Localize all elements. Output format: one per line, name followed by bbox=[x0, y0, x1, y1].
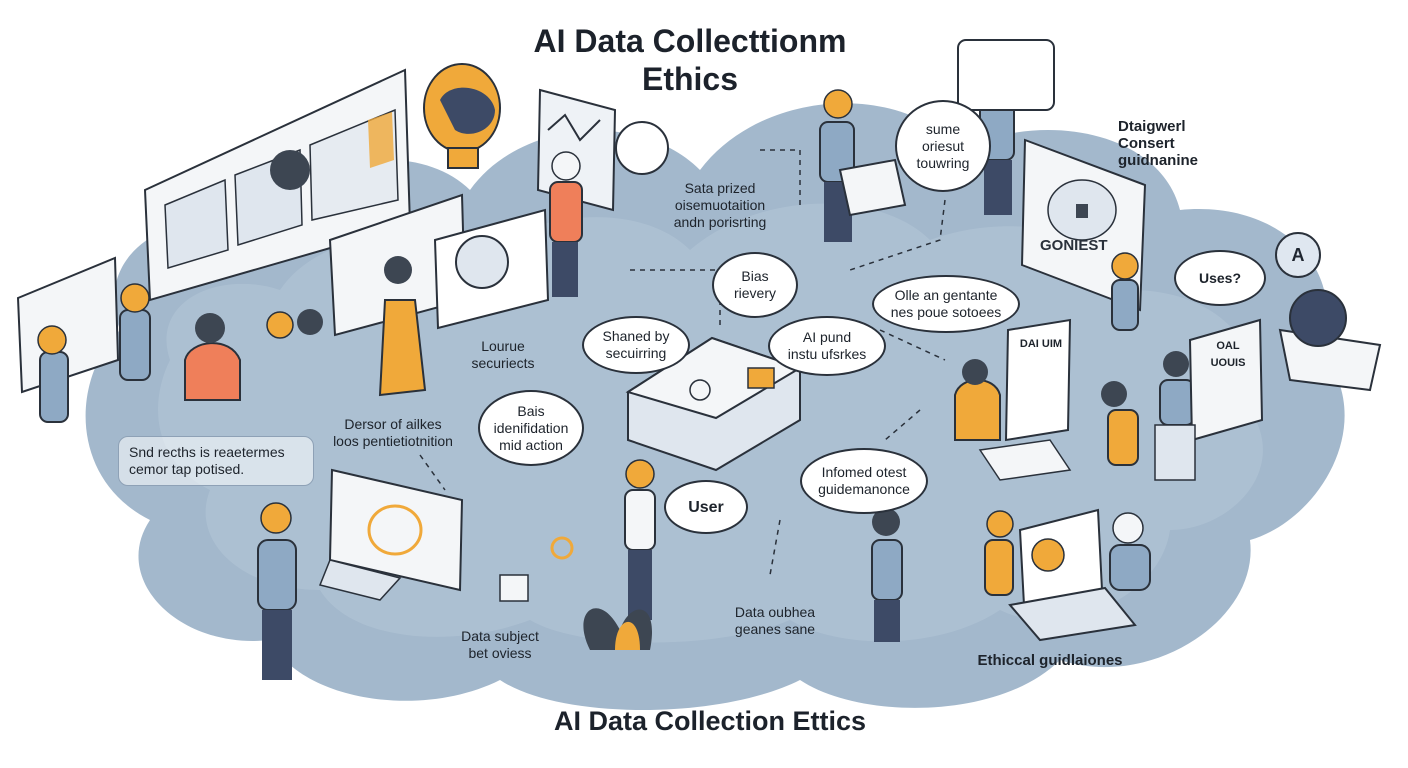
center-bottom-figure bbox=[550, 459, 656, 650]
bubble-ai-pund: AI pund instu ufsrkes bbox=[768, 316, 886, 376]
label-dersor: Dersor of ailkes loos pentietiotnition bbox=[333, 416, 453, 449]
label-dtaigwerl: Dtaigwerl Consert guidnanine bbox=[1118, 118, 1198, 169]
title-bottom: AI Data Collection Ettics bbox=[553, 706, 867, 736]
bubble-sume-oriesut: sume oriesut touwring bbox=[895, 100, 991, 192]
head-bust-icon bbox=[423, 63, 501, 169]
central-platform bbox=[625, 336, 803, 472]
left-people bbox=[16, 256, 427, 423]
label-data-oubhea: Data oubhea geanes sane bbox=[734, 604, 816, 637]
lower-right-laptop bbox=[871, 508, 1151, 642]
badge-a-icon: A bbox=[1275, 232, 1321, 278]
note-snd-recths: Snd recths is reaetermes cemor tap potis… bbox=[118, 436, 314, 486]
bubble-bias-rievery: Bias rievery bbox=[712, 252, 798, 318]
label-ethical-guidelines: Ethiccal guidlaiones bbox=[977, 652, 1123, 669]
label-sata-prized: Sata prized oisemuotaition andn porisrti… bbox=[673, 180, 767, 230]
title-top: AI Data Collecttionm Ethics bbox=[533, 23, 847, 97]
consent-sign-text: GONIEST bbox=[1040, 237, 1108, 254]
bubble-infomed: Infomed otest guidemanonce bbox=[800, 448, 928, 514]
bubble-bais-identifiation: Bais idenifidation mid action bbox=[478, 390, 584, 466]
top-people bbox=[549, 39, 1055, 297]
bubble-uses: Uses? bbox=[1174, 250, 1266, 306]
form-heading: DAI UIM bbox=[1019, 338, 1063, 350]
right-people bbox=[954, 252, 1382, 481]
label-data-subject: Data subject bet oviess bbox=[461, 628, 539, 661]
bubble-user: User bbox=[664, 480, 748, 534]
label-lourue: Lourue securiects bbox=[471, 338, 535, 371]
bubble-olle-an: Olle an gentante nes poue sotoees bbox=[872, 275, 1020, 333]
bubble-shaned-by: Shaned by secuirring bbox=[582, 316, 690, 374]
board-heading: OAL UOUIS bbox=[1210, 340, 1246, 369]
lower-left-workstation bbox=[257, 468, 529, 680]
